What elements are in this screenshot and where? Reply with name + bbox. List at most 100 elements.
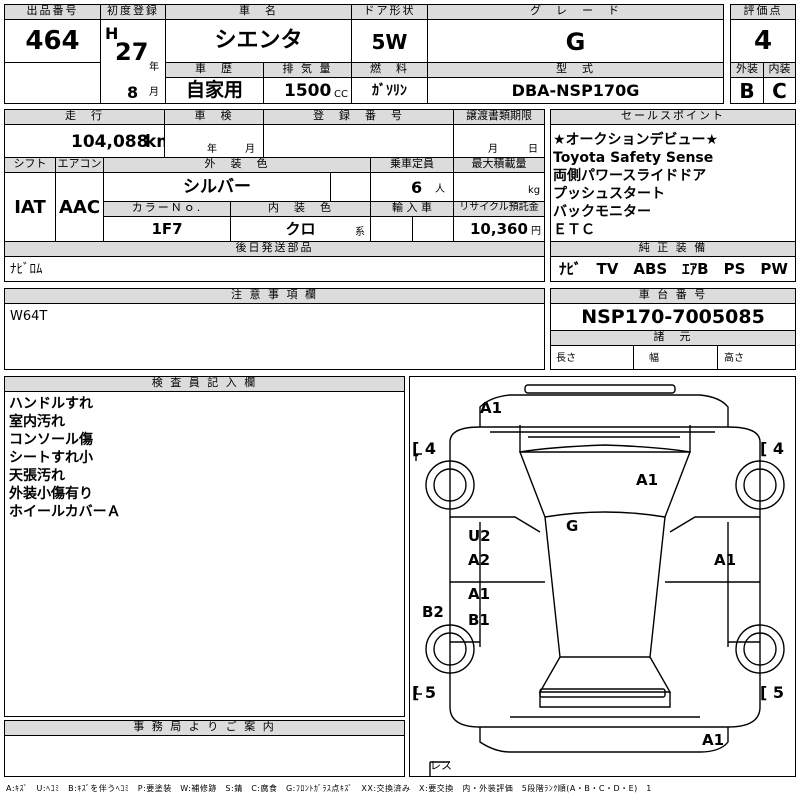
inspection-label: 車 検 (164, 109, 264, 125)
year-unit: 年 (149, 62, 159, 73)
door-type: 5W (371, 30, 408, 54)
load-unit: kg (528, 185, 541, 196)
rear-left-tyre: [ 5 (412, 683, 437, 702)
type-label: 型 式 (427, 62, 724, 78)
capacity-cell: 6 人 (370, 172, 454, 202)
inspector-note-6: 外装小傷有り (9, 486, 93, 502)
body-color: シルバー (183, 177, 251, 197)
insp-month-unit: 月 (245, 144, 255, 155)
interior-label: 内装 (763, 62, 796, 78)
inspector-note-2: 室内汚れ (9, 414, 65, 430)
inspection-cell: 年 月 (164, 124, 264, 158)
front-left-tyre: [ 4 (412, 439, 437, 458)
recycle-label: リサイクル預託金 (453, 201, 545, 217)
ac-label: エアコン (55, 157, 104, 173)
shift-cell: IAT (4, 172, 56, 242)
front-bumper-damage: A1 (480, 399, 503, 417)
recycle-unit: 円 (531, 226, 541, 237)
left-rear-door-damage-2: B1 (468, 611, 490, 629)
capacity-label: 乗車定員 (370, 157, 454, 173)
car-outline (415, 384, 785, 776)
transfer-month-unit: 月 (488, 144, 498, 155)
width-cell: 幅 (633, 345, 718, 370)
height-cell: 高さ (717, 345, 796, 370)
era: H (105, 24, 119, 43)
recycle-fee: 10,360 (470, 220, 528, 238)
reg-month: 8 (127, 83, 139, 102)
later-parts-label: 後日発送部品 (4, 241, 545, 257)
mileage-label: 走 行 (4, 109, 165, 125)
inspector-label: 検 査 員 記 入 欄 (4, 376, 405, 392)
inspector-note-5: 天張汚れ (9, 468, 65, 484)
lot-no-label: 出品番号 (4, 4, 101, 20)
import-label: 輸 入 車 (370, 201, 454, 217)
chassis-label: 車 台 番 号 (550, 288, 796, 304)
later-parts-cell: ﾅﾋﾞﾛﾑ (4, 256, 545, 282)
recycle-cell: 10,360 円 (453, 216, 545, 242)
later-parts: ﾅﾋﾞﾛﾑ (10, 262, 43, 277)
notes-label: 注 意 事 項 欄 (4, 288, 545, 304)
rear-right-tyre: [ 5 (760, 683, 785, 702)
door-label: ドア形状 (351, 4, 428, 20)
fuel-label: 燃 料 (351, 62, 428, 78)
color-cell: シルバー (103, 172, 331, 202)
color-no-cell: 1F7 (103, 216, 231, 242)
interior-color-unit: 系 (355, 227, 365, 238)
type-cell: DBA-NSP170G (427, 77, 724, 104)
history: 自家用 (185, 79, 243, 101)
import-cell-2 (412, 216, 454, 242)
equipment: ﾅﾋﾞ TV ABS ｴｱB PS PW (559, 260, 788, 278)
equipment-cell: ﾅﾋﾞ TV ABS ｴｱB PS PW (550, 256, 796, 282)
displacement-unit: CC (334, 89, 348, 100)
sales-point-4: プッシュスタート (553, 186, 665, 202)
ac-cell: AAC (55, 172, 104, 242)
inspector-note-7: ホイールカバーＡ (9, 504, 121, 520)
sales-point-3: 両側パワースライドドア (553, 168, 707, 184)
chassis-number: NSP170-7005085 (581, 306, 765, 328)
reg-year: 27 (115, 38, 149, 66)
car-diagram: A1 [ 4 [ 4 A1 G U2 A2 A1 B1 A1 B2 [ 5 [ … (409, 376, 796, 777)
model-label: 車 名 (165, 4, 352, 20)
equipment-label: 純 正 装 備 (550, 241, 796, 257)
reg-no-cell (263, 124, 454, 158)
capacity-unit: 人 (435, 184, 445, 195)
score: 4 (753, 26, 773, 56)
history-cell: 自家用 (165, 77, 264, 104)
insp-year-unit: 年 (207, 144, 217, 155)
lot-number: 464 (25, 26, 80, 56)
score-label: 評価点 (730, 4, 796, 20)
shift-label: シフト (4, 157, 56, 173)
fuel: ｶﾞｿﾘﾝ (372, 83, 407, 99)
shift: IAT (14, 197, 46, 218)
left-front-door-damage-1: U2 (468, 527, 491, 545)
model-name: シエンタ (214, 28, 303, 53)
transfer-label: 譲渡書類期限 (453, 109, 545, 125)
transfer-cell: 月 日 (453, 124, 545, 158)
grade-cell: G (427, 19, 724, 63)
legend: A:ｷｽﾞ U:ﾍｺﾐ B:ｷｽﾞを伴うﾍｺﾐ P:要塗装 W:補修跡 S:錆 … (6, 784, 652, 793)
hood-damage: A1 (636, 471, 659, 489)
first-reg-cell: H 27 年 8 月 (100, 19, 166, 104)
length-label: 長さ (556, 353, 576, 364)
displacement-label: 排 気 量 (263, 62, 352, 78)
width-label: 幅 (649, 353, 659, 364)
office-cell (4, 735, 405, 777)
model-type: DBA-NSP170G (511, 81, 640, 100)
sales-point-2: Toyota Safety Sense (553, 150, 714, 166)
sales-points-cell: ★オークションデビュー★ Toyota Safety Sense 両側パワースラ… (550, 124, 796, 242)
exterior-cell: B (730, 77, 764, 104)
load-cell: kg (453, 172, 545, 202)
sales-points-label: セールスポイント (550, 109, 796, 125)
rear-bumper-damage: A1 (702, 731, 725, 749)
inspector-note-4: シートすれ小 (9, 450, 93, 466)
first-reg-label: 初度登録 (100, 4, 166, 20)
spare-tyre: レス (430, 759, 452, 772)
inspector-note-1: ハンドルすれ (9, 396, 93, 412)
lot-blank-cell (4, 62, 101, 104)
mileage-cell: 104,088 km (4, 124, 174, 158)
left-front-door-damage-2: A2 (468, 551, 491, 569)
door-cell: 5W (351, 19, 428, 63)
interior-color-cell: クロ 系 (230, 216, 371, 242)
exterior-label: 外装 (730, 62, 764, 78)
